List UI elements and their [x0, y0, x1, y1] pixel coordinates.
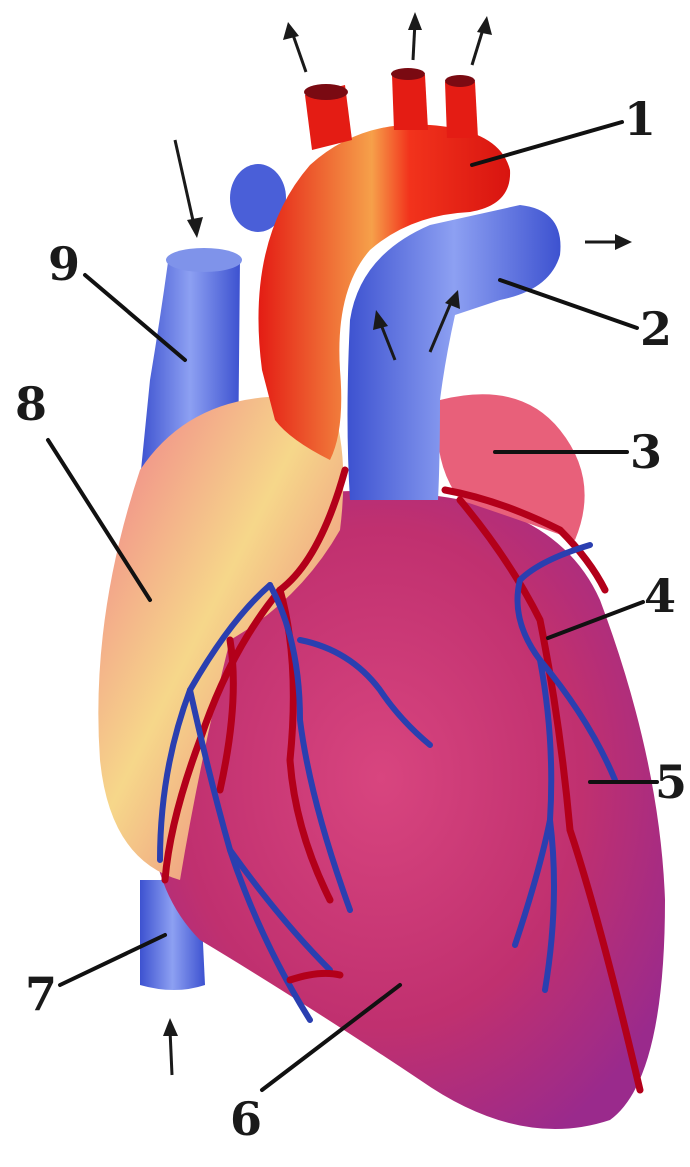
- superior-vena-cava-opening: [166, 248, 242, 272]
- leader-1: [472, 122, 622, 165]
- left-subclavian-artery: [445, 82, 478, 138]
- label-2: 2: [640, 302, 672, 356]
- label-6: 6: [230, 1092, 262, 1146]
- label-1: 1: [624, 92, 656, 146]
- label-9: 9: [48, 237, 80, 291]
- label-5: 5: [655, 755, 687, 809]
- label-7: 7: [25, 967, 57, 1021]
- brachiocephalic-opening: [304, 84, 348, 100]
- label-8: 8: [15, 377, 47, 431]
- leader-2: [500, 280, 637, 328]
- carotid-opening: [391, 68, 425, 80]
- left-common-carotid-artery: [392, 75, 428, 130]
- label-3: 3: [630, 425, 662, 479]
- label-4: 4: [644, 569, 676, 623]
- subclavian-opening: [445, 75, 475, 87]
